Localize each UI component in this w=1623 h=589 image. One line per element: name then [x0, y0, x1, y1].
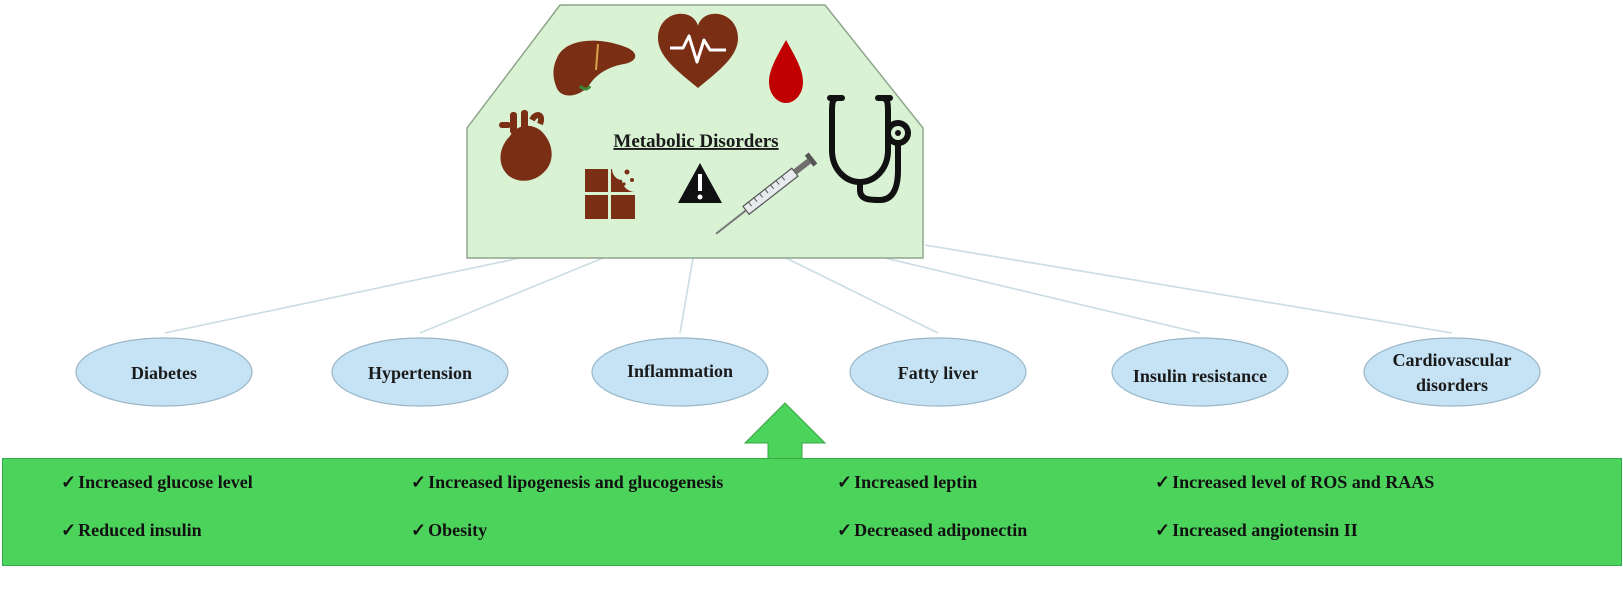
- factor-item: ✓Increased level of ROS and RAAS: [1155, 472, 1435, 492]
- condition-node-hypertension: Hypertension: [331, 337, 509, 407]
- condition-node-fatty-liver: Fatty liver: [849, 337, 1027, 407]
- blood-drop-icon: [769, 40, 803, 103]
- hub-title: Metabolic Disorders: [613, 131, 778, 152]
- condition-label: Diabetes: [131, 363, 197, 383]
- connector-lines: [164, 244, 1453, 334]
- connector-diabetes: [164, 257, 521, 334]
- factor-item: ✓Reduced insulin: [61, 520, 202, 540]
- factor-item: ✓Obesity: [411, 520, 488, 540]
- factor-item: ✓Increased angiotensin II: [1155, 520, 1358, 540]
- liver-icon: [553, 40, 636, 96]
- condition-node-cardiovascular-disorders: Cardiovascular disorders: [1363, 337, 1541, 407]
- condition-label: Hypertension: [368, 363, 472, 383]
- connector-insulin-resistance: [884, 257, 1201, 334]
- connector-cardiovascular: [924, 244, 1453, 334]
- condition-node-inflammation: Inflammation: [591, 337, 769, 407]
- condition-label: Fatty liver: [898, 363, 978, 383]
- warning-icon: [678, 163, 722, 203]
- chocolate-icon: [585, 169, 635, 219]
- stethoscope-icon: [827, 95, 911, 204]
- connector-hypertension: [419, 257, 604, 334]
- factor-item: ✓Increased lipogenesis and glucogenesis: [411, 472, 724, 492]
- risk-factors-band: ✓Increased glucose level ✓Increased lipo…: [2, 458, 1622, 566]
- condition-label: Inflammation: [627, 361, 733, 381]
- condition-label: disorders: [1416, 375, 1488, 395]
- heart-rate-icon: [658, 13, 738, 88]
- factor-item: ✓Decreased adiponectin: [837, 520, 1028, 540]
- condition-label: Cardiovascular: [1393, 350, 1512, 370]
- factor-item: ✓Increased glucose level: [61, 472, 253, 492]
- factor-item: ✓Increased leptin: [837, 472, 978, 492]
- condition-label: Insulin resistance: [1133, 366, 1267, 386]
- syringe-icon: [715, 152, 818, 235]
- anatomical-heart-icon: [499, 110, 552, 181]
- condition-node-insulin-resistance: Insulin resistance: [1111, 337, 1289, 407]
- condition-node-diabetes: Diabetes: [75, 337, 253, 407]
- up-arrow: [743, 402, 827, 461]
- connector-fatty-liver: [785, 257, 939, 334]
- connector-inflammation: [679, 257, 694, 334]
